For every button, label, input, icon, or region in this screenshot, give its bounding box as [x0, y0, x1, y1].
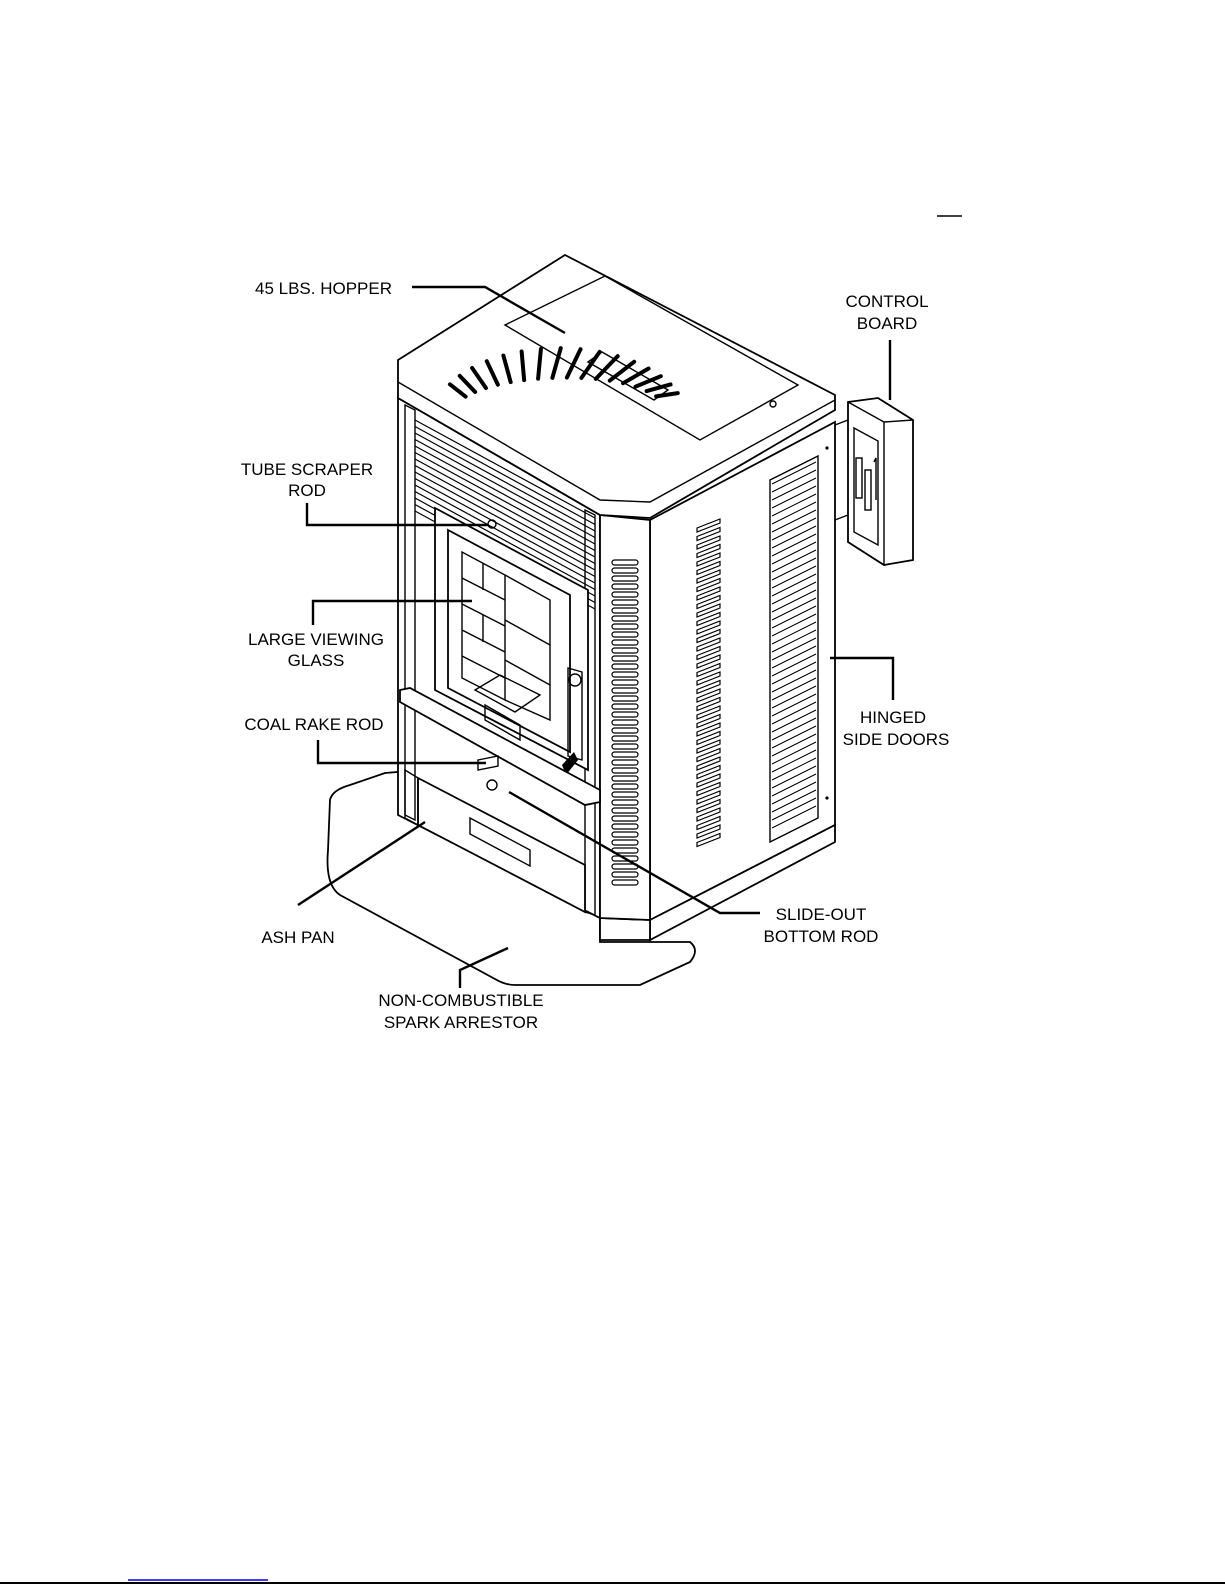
corner-vent-slot — [612, 576, 638, 581]
corner-vent-slot — [612, 728, 638, 733]
corner-vent-slot — [612, 696, 638, 701]
corner-vent-slot — [612, 784, 638, 789]
corner-vent-slot — [612, 680, 638, 685]
corner-vent-slot — [612, 768, 638, 773]
corner-vent-slot — [612, 584, 638, 589]
label-spark-arrestor-line1: NON-COMBUSTIBLE — [378, 991, 543, 1010]
corner-vent-slot — [612, 648, 638, 653]
corner-vent-slot — [612, 824, 638, 829]
side-screw-top — [825, 446, 828, 449]
corner-vent-slot — [612, 776, 638, 781]
corner-vent-slot — [612, 752, 638, 757]
corner-vent-slot — [612, 832, 638, 837]
top-vent-slot — [522, 351, 525, 380]
corner-vent-slot — [612, 560, 638, 565]
corner-vent-slot — [612, 792, 638, 797]
corner-vent-slot — [612, 744, 638, 749]
label-viewing-glass-line2: GLASS — [288, 651, 345, 670]
corner-vent-slot — [612, 712, 638, 717]
corner-vent-slot — [612, 840, 638, 845]
label-viewing-glass-line1: LARGE VIEWING — [248, 630, 384, 649]
corner-vent-slot — [612, 704, 638, 709]
corner-vent-slot — [612, 688, 638, 693]
corner-vent-slot — [612, 808, 638, 813]
corner-vent-slot — [612, 800, 638, 805]
top-vent-slot — [538, 349, 541, 379]
label-control-board-line1: CONTROL — [845, 292, 928, 311]
label-hopper: 45 LBS. HOPPER — [255, 279, 392, 298]
corner-vent-slot — [612, 608, 638, 613]
corner-vent-slot — [612, 872, 638, 877]
stove-base-front — [600, 918, 650, 940]
label-spark-arrestor-line2: SPARK ARRESTOR — [384, 1013, 538, 1032]
corner-vent-slot — [612, 632, 638, 637]
corner-vent-slot — [612, 592, 638, 597]
corner-vent-slot — [612, 616, 638, 621]
corner-vents — [612, 560, 638, 885]
label-slide-out-line2: BOTTOM ROD — [764, 927, 879, 946]
label-tube-scraper-line2: ROD — [288, 481, 326, 500]
corner-vent-slot — [612, 568, 638, 573]
label-hinged-doors-line1: HINGED — [860, 708, 926, 727]
corner-vent-slot — [612, 640, 638, 645]
label-slide-out-line1: SLIDE-OUT — [776, 905, 867, 924]
corner-vent-slot — [612, 672, 638, 677]
corner-vent-slot — [612, 624, 638, 629]
corner-vent-slot — [612, 656, 638, 661]
corner-vent-slot — [612, 880, 638, 885]
corner-vent-slot — [612, 664, 638, 669]
label-coal-rake: COAL RAKE ROD — [244, 715, 383, 734]
corner-vent-slot — [612, 736, 638, 741]
leader-hinged-doors — [830, 658, 893, 700]
corner-vent-slot — [612, 760, 638, 765]
control-board — [835, 398, 913, 565]
label-hinged-doors-line2: SIDE DOORS — [843, 730, 950, 749]
corner-vent-slot — [612, 816, 638, 821]
side-screw-bottom — [825, 796, 828, 799]
corner-vent-slot — [612, 720, 638, 725]
corner-vent-slot — [612, 600, 638, 605]
label-control-board-line2: BOARD — [857, 314, 917, 333]
label-tube-scraper-line1: TUBE SCRAPER — [241, 460, 373, 479]
label-ash-pan: ASH PAN — [261, 928, 334, 947]
